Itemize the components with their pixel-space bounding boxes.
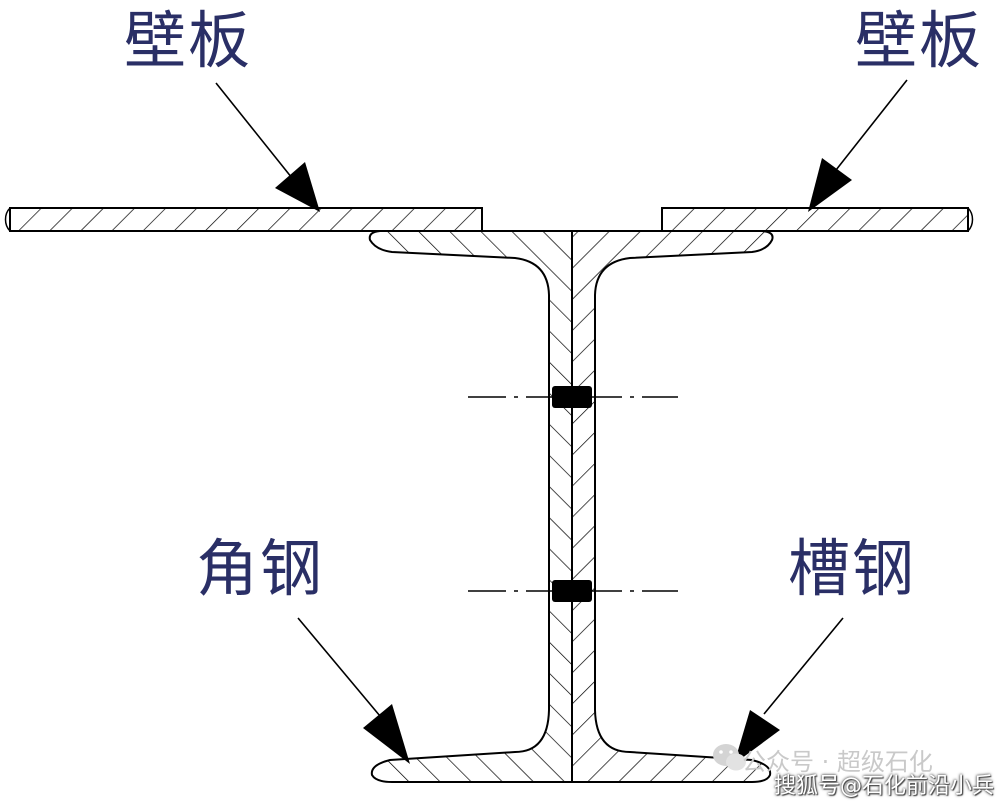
label-angle-steel: 角钢	[196, 532, 325, 605]
angle-steel-section	[368, 230, 573, 783]
watermark-wechat: 公众号 · 超级石化	[742, 748, 933, 776]
leader-arrow-bottom-right	[734, 617, 844, 764]
label-wall-plate-left: 壁板	[124, 4, 253, 77]
label-wall-plate-right: 壁板	[855, 4, 984, 77]
wechat-icon	[713, 744, 746, 771]
wall-plate-right	[661, 207, 974, 232]
leader-arrow-top-left	[215, 82, 320, 212]
leader-arrow-top-right	[808, 79, 908, 212]
wall-plate-left	[4, 207, 483, 232]
leader-arrow-bottom-left	[297, 617, 410, 764]
channel-steel-section	[571, 230, 774, 783]
label-channel-steel: 槽钢	[788, 532, 917, 605]
watermark-sohu: 搜狐号@石化前沿小兵	[774, 774, 995, 799]
